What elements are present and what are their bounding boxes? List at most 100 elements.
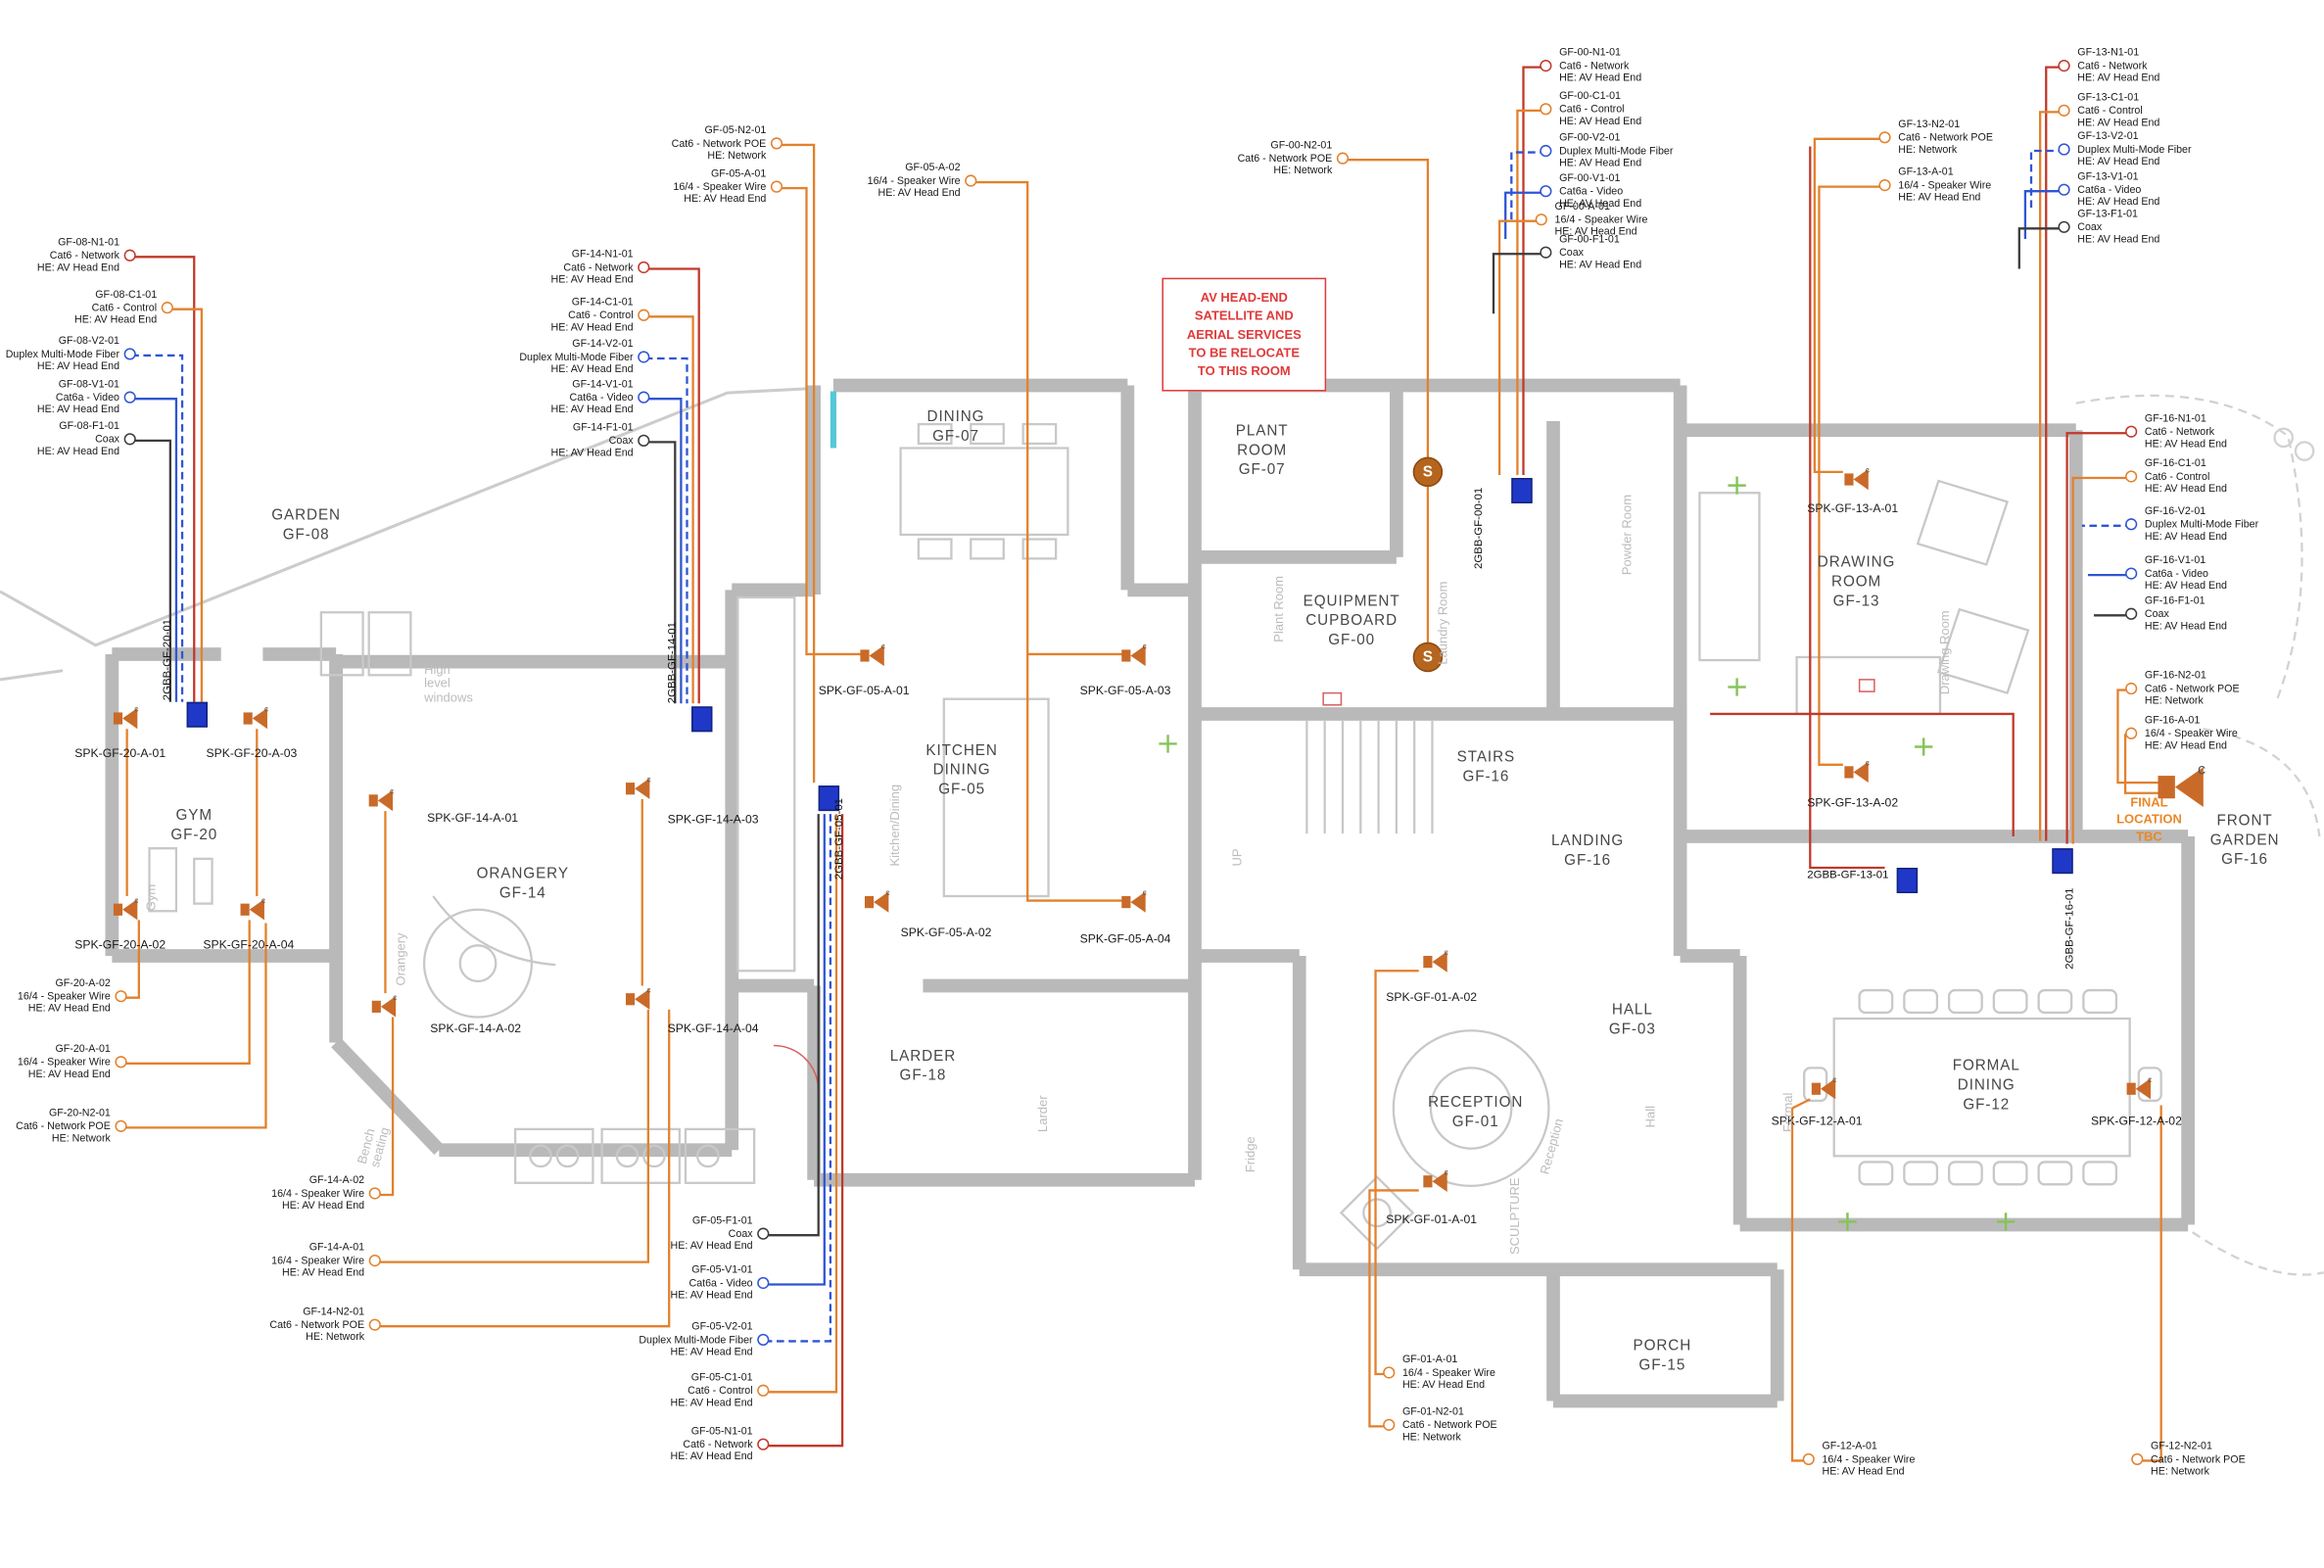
cable-run-orange xyxy=(2138,1105,2162,1462)
cable-terminal-dot xyxy=(116,1056,128,1069)
cable-terminal-dot xyxy=(2125,568,2138,581)
cable-destination: HE: AV Head End xyxy=(670,1398,753,1409)
cable-destination: HE: AV Head End xyxy=(2144,439,2227,451)
cable-terminal-dot xyxy=(2125,426,2138,439)
speaker-icon-SPK-GF-05-A-02: c xyxy=(863,887,893,922)
ceiling-light-cross xyxy=(1728,476,1746,495)
panel-label-2GBB-GF-16-01: 2GBB-GF-16-01 xyxy=(2063,887,2076,970)
cable-id: GF-05-A-02 xyxy=(905,163,961,174)
speaker-label-SPK-GF-01-A-02: SPK-GF-01-A-02 xyxy=(1386,990,1478,1004)
cable-destination: HE: AV Head End xyxy=(2077,234,2160,246)
speaker-glyph: c xyxy=(625,774,651,799)
cable-type: 16/4 - Speaker Wire xyxy=(1554,214,1648,225)
cable-destination: HE: AV Head End xyxy=(670,1451,753,1463)
cable-run-orange xyxy=(1497,219,1543,475)
cable-terminal-dot xyxy=(1540,103,1553,117)
speaker-glyph: c xyxy=(860,641,885,667)
speaker-label-SPK-GF-05-A-03: SPK-GF-05-A-03 xyxy=(1079,684,1171,698)
cable-run-red xyxy=(764,814,844,1448)
svg-text:c: c xyxy=(390,786,394,796)
cable-run-orange xyxy=(122,920,140,999)
svg-text:c: c xyxy=(1143,641,1147,651)
cable-terminal-dot xyxy=(965,175,977,188)
speaker-glyph: c xyxy=(243,704,268,730)
cable-destination: HE: AV Head End xyxy=(36,361,120,373)
panel-icon-2GBB-GF-14-01 xyxy=(691,706,713,733)
svg-text:c: c xyxy=(646,774,650,784)
cable-id: GF-00-V1-01 xyxy=(1559,173,1621,184)
cable-id: GF-12-A-01 xyxy=(1822,1441,1877,1452)
cable-type: Coax xyxy=(1559,247,1585,259)
speaker-glyph: c xyxy=(1844,465,1870,491)
cable-run-orange xyxy=(122,923,267,1129)
cable-type: 16/4 - Speaker Wire xyxy=(1401,1367,1495,1379)
cable-run-black xyxy=(131,439,171,702)
cable-run-black xyxy=(644,441,677,704)
cable-terminal-dot xyxy=(757,1334,770,1347)
cable-id: GF-13-F1-01 xyxy=(2077,209,2138,220)
speaker-label-SPK-GF-20-A-04: SPK-GF-20-A-04 xyxy=(203,937,295,952)
cable-terminal-dot xyxy=(2059,184,2071,197)
cable-destination: HE: AV Head End xyxy=(27,1004,111,1015)
cable-type: Duplex Multi-Mode Fiber xyxy=(2077,144,2192,156)
room-label-gf-16: LANDING GF-16 xyxy=(1550,832,1625,870)
cable-type: Cat6 - Control xyxy=(2144,471,2210,483)
cable-id: GF-05-N1-01 xyxy=(690,1426,753,1438)
cable-destination: HE: AV Head End xyxy=(2144,532,2227,543)
cable-id: GF-00-A-01 xyxy=(1554,202,1610,213)
cable-terminal-dot xyxy=(2059,221,2071,234)
cable-terminal-dot xyxy=(124,433,137,447)
cable-id: GF-08-V1-01 xyxy=(58,379,119,391)
arch-label-orangery: Orangery xyxy=(393,932,408,986)
cable-run-red xyxy=(131,256,196,702)
cable-id: GF-00-N1-01 xyxy=(1559,48,1621,59)
arch-label-hall: Hall xyxy=(1642,1106,1658,1128)
cable-terminal-dot xyxy=(2125,518,2138,531)
cable-terminal-dot xyxy=(124,250,137,262)
cable-id: GF-14-N1-01 xyxy=(571,249,634,261)
furniture xyxy=(148,422,2162,1251)
cable-terminal-dot xyxy=(124,392,137,404)
room-label-gf-07: DINING GF-07 xyxy=(926,408,985,446)
ceiling-light-cross xyxy=(1838,1212,1857,1231)
cable-id: GF-12-N2-01 xyxy=(2151,1441,2212,1452)
cable-destination: HE: Network xyxy=(1273,166,1333,177)
cable-run-red xyxy=(1809,146,1885,870)
cable-destination: HE: AV Head End xyxy=(550,322,634,334)
cable-run-orange xyxy=(2039,111,2066,841)
svg-text:c: c xyxy=(1866,758,1870,768)
cable-run-blue xyxy=(764,814,832,1343)
cable-run-red xyxy=(1522,66,1547,475)
cable-terminal-dot xyxy=(1337,153,1350,166)
cable-destination: HE: AV Head End xyxy=(684,194,767,206)
svg-text:c: c xyxy=(134,895,138,905)
cable-terminal-dot xyxy=(1879,131,1892,145)
svg-text:c: c xyxy=(261,895,265,905)
cable-type: Cat6 - Network POE xyxy=(16,1120,111,1132)
cable-destination: HE: AV Head End xyxy=(1401,1380,1486,1392)
cable-type: 16/4 - Speaker Wire xyxy=(17,991,111,1002)
cable-type: Cat6 - Network xyxy=(2144,426,2215,438)
cable-destination: HE: Network xyxy=(306,1332,365,1344)
speaker-label-SPK-GF-01-A-01: SPK-GF-01-A-01 xyxy=(1386,1212,1478,1227)
cable-destination: HE: AV Head End xyxy=(2144,740,2227,752)
cable-run-orange xyxy=(376,1009,649,1263)
cable-id: GF-16-A-01 xyxy=(2144,715,2201,727)
cable-destination: HE: AV Head End xyxy=(2144,621,2227,633)
cable-terminal-dot xyxy=(2059,105,2071,118)
cable-destination: HE: AV Head End xyxy=(670,1347,753,1358)
